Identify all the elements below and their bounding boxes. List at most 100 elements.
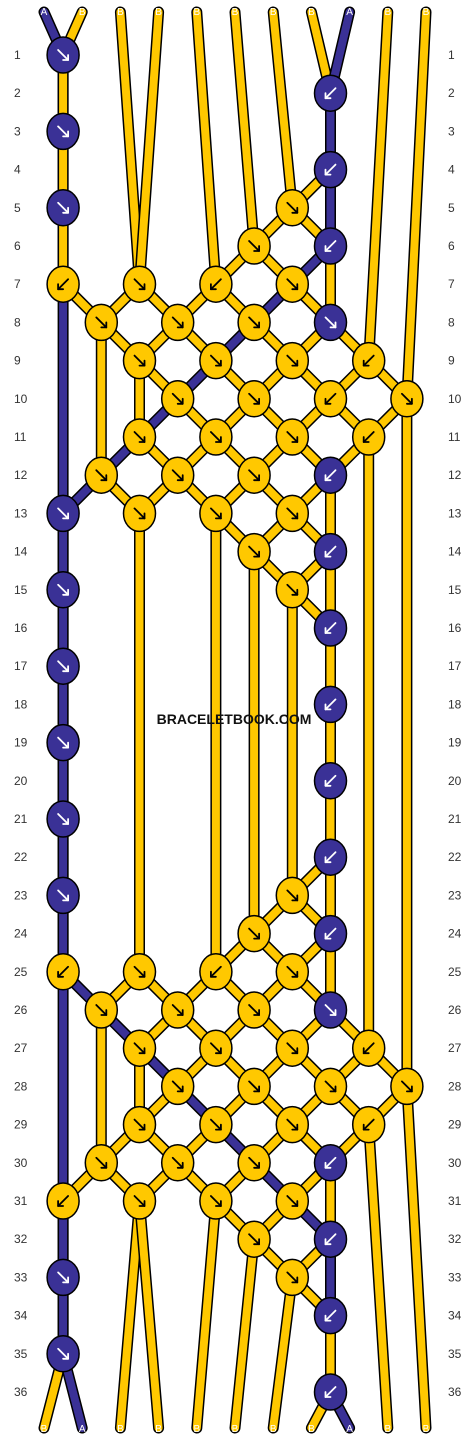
knot (199, 953, 233, 991)
row-number-right: 1 (448, 48, 455, 62)
knot (275, 953, 310, 991)
knot (160, 1067, 195, 1106)
row-number-right: 16 (448, 621, 462, 635)
arrow-knot-icon (57, 1271, 69, 1284)
thread-label-top: B (270, 7, 277, 18)
row-number-right: 21 (448, 812, 462, 826)
knot (313, 150, 348, 189)
row-number-right: 30 (448, 1156, 462, 1170)
knot (313, 1220, 348, 1258)
knot (46, 876, 80, 915)
knot (46, 189, 80, 227)
knot (313, 74, 348, 112)
arrow-knot-icon (133, 1042, 146, 1055)
arrow-knot-icon (171, 469, 184, 482)
row-number-right: 6 (448, 239, 455, 253)
arrow-knot-icon (95, 1156, 108, 1169)
row-number-left: 17 (14, 659, 28, 673)
row-number-left: 7 (14, 277, 21, 291)
arrow-knot-icon (400, 392, 413, 405)
row-number-left: 2 (14, 86, 21, 100)
knot (122, 1105, 157, 1144)
row-number-right: 36 (448, 1385, 462, 1399)
row-number-left: 35 (14, 1347, 28, 1361)
row-number-right: 22 (448, 850, 462, 864)
row-number-left: 10 (14, 392, 28, 406)
knot (275, 418, 310, 456)
thread-label-top: B (423, 7, 430, 18)
watermark-text: BRACELETBOOK.COM (157, 711, 312, 727)
knot (351, 418, 386, 456)
arrow-knot-icon (286, 889, 299, 902)
row-number-left: 15 (14, 583, 28, 597)
row-number-left: 8 (14, 315, 21, 329)
knot (84, 303, 119, 342)
row-number-right: 14 (448, 545, 462, 559)
row-number-right: 13 (448, 506, 462, 520)
arrow-knot-icon (133, 965, 146, 978)
knot (313, 685, 348, 724)
knot (46, 953, 80, 991)
row-number-left: 9 (14, 354, 21, 368)
thread-label-bottom: B (270, 1424, 277, 1435)
knot (199, 1182, 233, 1220)
row-number-left: 19 (14, 736, 28, 750)
row-number-right: 25 (448, 965, 462, 979)
row-number-right: 28 (448, 1079, 462, 1093)
arrow-knot-icon (133, 354, 146, 367)
row-number-left: 12 (14, 468, 28, 482)
arrow-knot-icon (57, 201, 69, 214)
knot (237, 532, 271, 571)
arrow-knot-icon (209, 507, 222, 520)
arrow-knot-icon (324, 163, 337, 176)
arrow-knot-icon (57, 507, 69, 520)
arrow-knot-icon (133, 1118, 146, 1131)
arrow-knot-icon (57, 278, 69, 291)
arrow-knot-icon (286, 1118, 299, 1131)
arrow-knot-icon (286, 1195, 299, 1207)
knot (122, 494, 157, 533)
knot (46, 1182, 80, 1220)
knot (313, 303, 348, 342)
arrow-knot-icon (324, 240, 337, 252)
knot (275, 265, 310, 303)
thread-label-bottom: B (155, 1424, 162, 1435)
knot (237, 1144, 271, 1182)
knot (199, 1105, 233, 1144)
row-number-right: 9 (448, 354, 455, 368)
arrow-knot-icon (324, 927, 337, 940)
arrow-knot-icon (286, 507, 299, 520)
arrow-knot-icon (286, 1042, 299, 1055)
arrow-knot-icon (209, 1195, 222, 1207)
knot (46, 265, 80, 303)
knot (160, 456, 195, 494)
row-number-left: 22 (14, 850, 28, 864)
knot (237, 303, 271, 342)
knot (313, 762, 348, 800)
knot (237, 456, 271, 494)
arrow-knot-icon (248, 927, 261, 940)
row-number-right: 4 (448, 163, 455, 177)
arrow-knot-icon (362, 354, 375, 367)
knot (351, 1105, 386, 1144)
arrow-knot-icon (324, 1233, 337, 1246)
arrow-knot-icon (248, 240, 261, 252)
arrow-knot-icon (95, 469, 108, 482)
knot (199, 494, 233, 533)
knot (160, 1144, 195, 1182)
thread-label-bottom: B (232, 1424, 239, 1435)
arrow-knot-icon (324, 1156, 337, 1169)
knot (237, 914, 271, 953)
arrow-knot-icon (286, 583, 299, 596)
thread-label-bottom: B (117, 1424, 124, 1435)
row-number-right: 29 (448, 1118, 462, 1132)
arrow-knot-icon (133, 1195, 146, 1207)
knot (46, 571, 80, 609)
row-number-left: 30 (14, 1156, 28, 1170)
knot (199, 265, 233, 303)
knot (199, 341, 233, 380)
arrow-knot-icon (57, 1195, 69, 1207)
row-number-right: 15 (448, 583, 462, 597)
knot (313, 914, 348, 953)
knot (313, 227, 348, 265)
